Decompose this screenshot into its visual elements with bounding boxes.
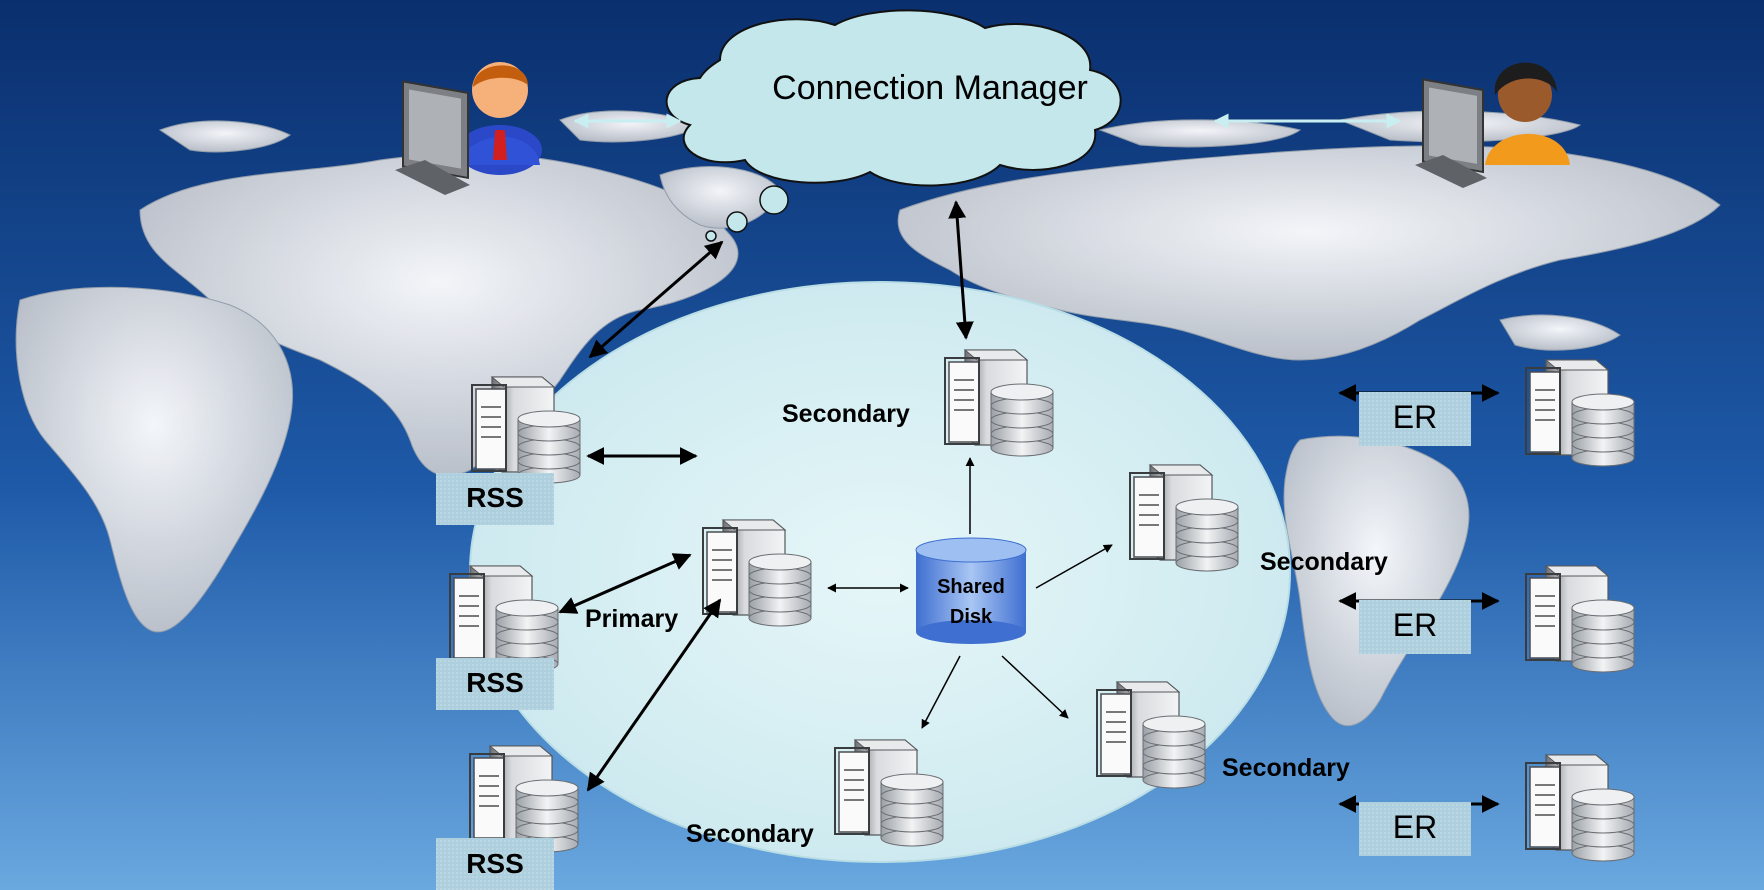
label-rss-3: RSS bbox=[466, 848, 524, 879]
label-secondary-right: Secondary bbox=[1260, 548, 1388, 576]
er-label-box-1 bbox=[1359, 392, 1471, 446]
rss-label-box-2 bbox=[436, 658, 554, 710]
rss-label-box-1 bbox=[436, 473, 554, 525]
label-rss-2: RSS bbox=[466, 667, 524, 698]
user-female-icon[interactable] bbox=[1415, 62, 1570, 188]
connection-manager-cloud: Connection Manager bbox=[665, 9, 1122, 242]
shared-disk-label-line1: Shared bbox=[937, 576, 1005, 598]
shared-disk-label-line2: Disk bbox=[950, 606, 993, 628]
world-map bbox=[15, 110, 1721, 727]
label-er-3: ER bbox=[1393, 809, 1437, 845]
label-er-1: ER bbox=[1393, 399, 1437, 435]
er-label-box-2 bbox=[1359, 600, 1471, 654]
label-er-2: ER bbox=[1393, 607, 1437, 643]
shared-disk: Shared Disk bbox=[915, 537, 1027, 644]
label-secondary-bottom: Secondary bbox=[686, 820, 814, 848]
user-male-icon[interactable] bbox=[395, 62, 542, 195]
er-label-box-3 bbox=[1359, 802, 1471, 856]
rss-label-box-3 bbox=[436, 838, 554, 890]
label-secondary-bottom-right: Secondary bbox=[1222, 754, 1350, 782]
cloud-label: Connection Manager bbox=[772, 69, 1088, 107]
label-primary: Primary bbox=[585, 605, 678, 633]
label-rss-1: RSS bbox=[466, 482, 524, 513]
label-secondary-top: Secondary bbox=[782, 400, 910, 428]
